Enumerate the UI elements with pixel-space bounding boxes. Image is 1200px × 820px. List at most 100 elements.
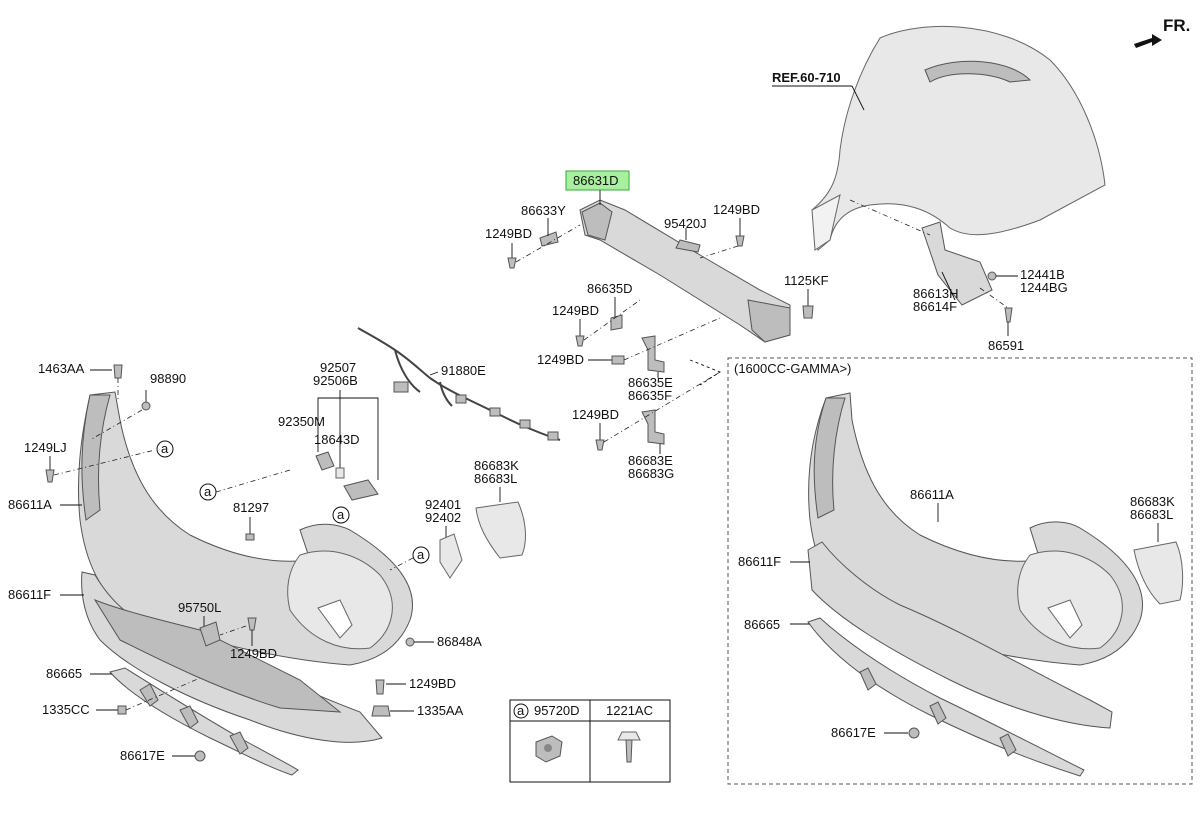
quarter-panel-ref: REF.60-710: [772, 26, 1106, 251]
license-lamp-group: 92507 92506B 92350M 18643D: [278, 360, 379, 501]
table-callout-a-text: a: [517, 703, 525, 718]
label-1463AA: 1463AA: [38, 361, 85, 376]
label-12441B: 12441B: [1020, 267, 1065, 282]
callout-a-1: [156, 440, 174, 458]
label-92507: 92507: [320, 360, 356, 375]
label-95420J: 95420J: [664, 216, 707, 231]
parts-table: a 95720D 1221AC: [509, 699, 671, 783]
clip-95420J: [675, 239, 701, 253]
inset-title: (1600CC-GAMMA>): [734, 361, 851, 376]
bracket-86683E: [641, 409, 665, 445]
bolt-1125KF: [802, 305, 814, 319]
label-1249BD-f: 1249BD: [230, 646, 277, 661]
label-1249BD-a: 1249BD: [485, 226, 532, 241]
label-1249BD-e: 1249BD: [572, 407, 619, 422]
callout-a-3-text: a: [337, 507, 345, 522]
inset-1600cc-gamma: (1600CC-GAMMA>) 86611A 86683K 86683L 866…: [689, 357, 1193, 785]
label-86611A: 86611A: [8, 497, 52, 512]
label-86683K: 86683K: [474, 458, 519, 473]
back-beam-assembly: 86631D 86633Y 1249BD 95420J 1249BD 1125K…: [485, 170, 829, 481]
callout-a-1-text: a: [161, 441, 169, 456]
label-1249BD-c: 1249BD: [552, 303, 599, 318]
label-1249BD-g: 1249BD: [409, 676, 456, 691]
label-86848A: 86848A: [437, 634, 482, 649]
label-98890: 98890: [150, 371, 186, 386]
label-91880E: 91880E: [441, 363, 486, 378]
label-86631D[interactable]: 86631D: [573, 173, 619, 188]
lower-cover-86611F: [81, 571, 383, 743]
label-1335AA: 1335AA: [417, 703, 464, 718]
table-callout-a: [513, 703, 529, 719]
label-1249BD-d: 1249BD: [537, 352, 584, 367]
bulb-18643D: [335, 467, 345, 479]
side-bracket-86613H: 86613H 86614F 12441B 1244BG 86591: [849, 199, 1068, 353]
cover-86683K: [475, 501, 526, 559]
bolt-1249BD-d: [611, 355, 625, 365]
bolt-1249BD-c: [575, 335, 585, 347]
inset-label-86611A: 86611A: [910, 487, 954, 502]
label-86611F: 86611F: [8, 587, 51, 602]
label-92350M: 92350M: [278, 414, 325, 429]
label-86635F: 86635F: [628, 388, 672, 403]
bolt-1249BD-e: [595, 439, 605, 451]
label-86635E: 86635E: [628, 375, 673, 390]
bumper-cover-86611A: [77, 391, 413, 666]
label-86683G: 86683G: [628, 466, 674, 481]
label-92402: 92402: [425, 510, 461, 525]
bolt-1249BD-g: [375, 679, 385, 695]
label-86613H: 86613H: [913, 286, 959, 301]
clip-86591: [1004, 307, 1013, 323]
wiring-harness-91880E: 91880E: [357, 327, 561, 441]
callout-a-2-text: a: [204, 484, 212, 499]
bolt-1249BD-a: [507, 257, 517, 269]
bolt-1249LJ: [45, 469, 55, 483]
label-86617E: 86617E: [120, 748, 165, 763]
clip-86848A: [405, 637, 415, 647]
bolt-1249BD-f: [247, 617, 257, 631]
label-81297: 81297: [233, 500, 269, 515]
ref-label: REF.60-710: [772, 70, 841, 85]
callout-a-4-text: a: [417, 547, 425, 562]
bracket-86635E: [641, 335, 665, 373]
label-18643D: 18643D: [314, 432, 360, 447]
label-1125KF: 1125KF: [784, 273, 829, 288]
inset-label-86683K: 86683K: [1130, 494, 1175, 509]
screw-1221AC-icon: [617, 731, 641, 741]
front-direction-indicator: FR.: [1134, 16, 1190, 48]
label-86591: 86591: [988, 338, 1024, 353]
clip-86617E: [194, 750, 206, 762]
label-86635D: 86635D: [587, 281, 633, 296]
label-86683L: 86683L: [474, 471, 517, 486]
table-col2-label: 1221AC: [606, 703, 653, 718]
reflector-92401: [439, 533, 463, 579]
inset-label-86665: 86665: [744, 617, 780, 632]
socket-92350M: [315, 451, 335, 471]
label-1335CC: 1335CC: [42, 702, 90, 717]
sensor-95750L: [199, 621, 221, 647]
bolt-12441B: [987, 271, 997, 281]
label-86665: 86665: [46, 666, 82, 681]
callout-a-4: [412, 546, 430, 564]
direction-label: FR.: [1163, 16, 1190, 35]
label-1249BD-b: 1249BD: [713, 202, 760, 217]
clip-1335AA: [371, 705, 391, 717]
inset-label-86611F: 86611F: [738, 554, 781, 569]
bolt-1249BD-b: [735, 235, 745, 247]
diffuser-86665: [109, 667, 299, 776]
clip-98890: [141, 401, 151, 411]
highlight-box-86631D[interactable]: [565, 170, 630, 191]
clip-81297: [245, 533, 255, 541]
table-col1-label: 95720D: [534, 703, 580, 718]
callout-a-3: [332, 506, 350, 524]
label-95750L: 95750L: [178, 600, 221, 615]
label-86614F: 86614F: [913, 299, 957, 314]
clip-1335CC: [117, 705, 127, 715]
label-86683E: 86683E: [628, 453, 673, 468]
bracket-86633Y: [539, 231, 559, 247]
label-92401: 92401: [425, 497, 461, 512]
clip-1463AA: [113, 364, 123, 379]
direction-arrow-icon: [1134, 34, 1162, 48]
lamp-92506B: [343, 479, 379, 501]
inset-label-86683L: 86683L: [1130, 507, 1173, 522]
